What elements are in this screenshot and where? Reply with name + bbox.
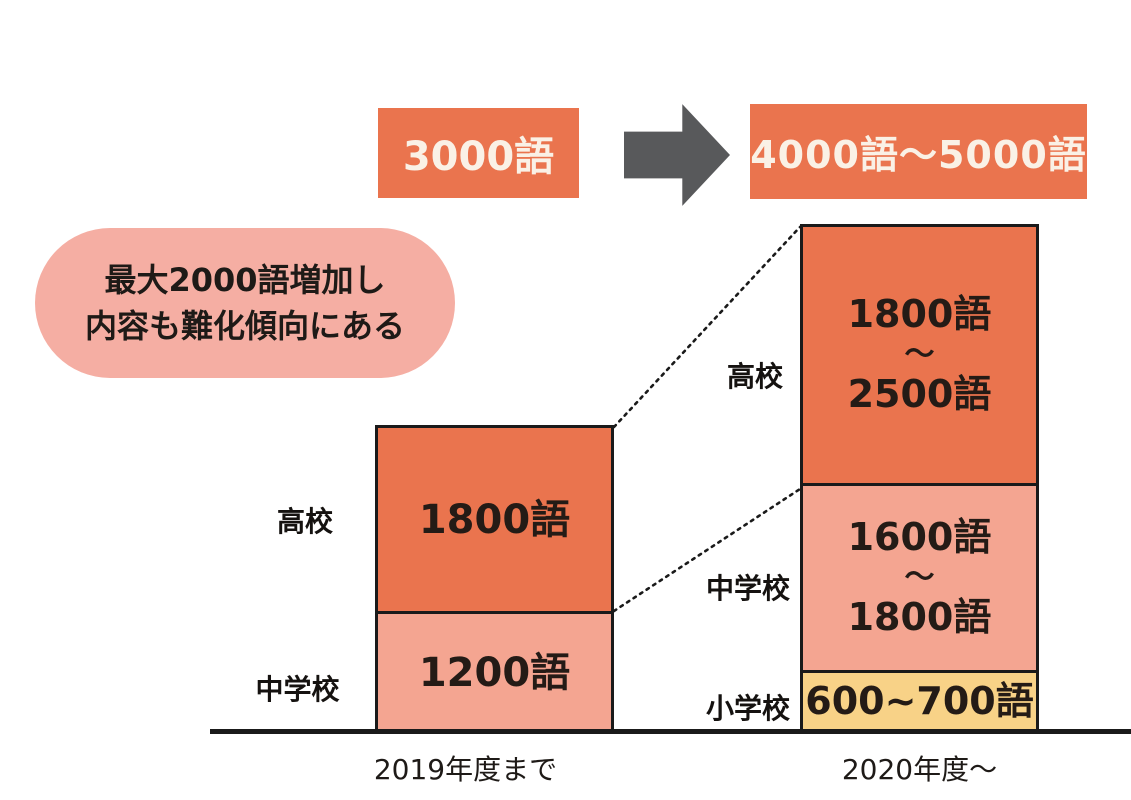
- after-total-text: 4000語〜5000語: [750, 133, 1087, 177]
- segment-value: 1200語: [418, 649, 571, 696]
- label-elementary-2020: 小学校: [705, 692, 790, 725]
- segment-value: 1800語: [418, 496, 571, 543]
- callout-bubble: 最大2000語増加し 内容も難化傾向にある: [35, 228, 455, 378]
- segment-value: 600~700語: [805, 679, 1034, 724]
- tilde-separator: ～: [904, 337, 935, 372]
- callout-line-2: 内容も難化傾向にある: [84, 307, 405, 345]
- segment-value: 1800語: [847, 595, 992, 639]
- segment-value: 1600語: [847, 515, 992, 560]
- before-total-text: 3000語: [402, 134, 555, 180]
- bar-segment-elementary-2020: 600~700語: [800, 670, 1039, 734]
- connector-line-top: [612, 225, 802, 429]
- after-total-box: 4000語〜5000語: [750, 104, 1087, 199]
- label-juniorhigh-2020: 中学校: [705, 572, 790, 605]
- axis-label-2020: 2020年度〜: [841, 753, 998, 786]
- label-highschool-2020: 高校: [726, 360, 783, 393]
- callout-line-1: 最大2000語増加し: [104, 260, 386, 299]
- right-arrow-icon: [624, 104, 730, 206]
- axis-label-2019: 2019年度まで: [373, 753, 558, 786]
- tilde-separator: ～: [904, 560, 935, 595]
- segment-value: 1800語: [847, 292, 992, 337]
- before-total-box: 3000語: [378, 108, 579, 198]
- x-axis-line: [210, 729, 1131, 734]
- bar-segment-juniorhigh-2020: 1600語 ～ 1800語: [800, 483, 1039, 673]
- bar-segment-highschool-2019: 1800語: [375, 425, 614, 614]
- label-juniorhigh-2019: 中学校: [255, 673, 340, 706]
- bar-2019: 1800語 1200語: [375, 425, 614, 734]
- bar-2020: 1800語 ～ 2500語 1600語 ～ 1800語 600~700語: [800, 224, 1039, 734]
- bar-segment-highschool-2020: 1800語 ～ 2500語: [800, 224, 1039, 486]
- segment-value: 2500語: [847, 372, 992, 416]
- label-highschool-2019: 高校: [276, 505, 333, 538]
- bar-segment-juniorhigh-2019: 1200語: [375, 611, 614, 734]
